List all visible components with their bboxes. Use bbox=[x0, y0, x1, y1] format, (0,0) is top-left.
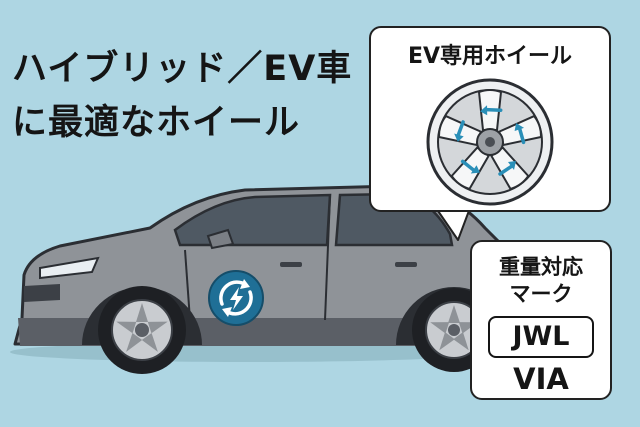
ev-charge-badge-icon bbox=[208, 270, 264, 326]
flow-arrow-icon bbox=[456, 107, 526, 176]
front-wheel-icon bbox=[98, 286, 186, 374]
ev-wheel-card: EV専用ホイール bbox=[369, 26, 611, 212]
headlight bbox=[39, 256, 100, 280]
door-handle-rear bbox=[395, 262, 417, 267]
door-handle-front bbox=[280, 262, 302, 267]
headline-line-2: に最適なホイール bbox=[12, 103, 301, 143]
weight-mark-card: 重量対応 マーク JWL VIA bbox=[470, 240, 612, 400]
via-mark: VIA bbox=[513, 362, 569, 396]
jwl-mark: JWL bbox=[488, 316, 594, 358]
weight-mark-title-line-1: 重量対応 bbox=[499, 255, 583, 279]
door-line-rear bbox=[184, 249, 191, 321]
side-mirror bbox=[206, 228, 235, 250]
door-line-front bbox=[324, 195, 331, 321]
weight-mark-title: 重量対応 マーク bbox=[472, 254, 610, 308]
grille bbox=[24, 284, 60, 302]
headline: ハイブリッド／EV車 に最適なホイール bbox=[12, 42, 352, 150]
weight-mark-title-line-2: マーク bbox=[509, 282, 573, 306]
wheel-icon bbox=[426, 78, 554, 206]
headline-line-1: ハイブリッド／EV車 bbox=[12, 49, 353, 89]
ev-wheel-card-title: EV専用ホイール bbox=[407, 44, 573, 69]
